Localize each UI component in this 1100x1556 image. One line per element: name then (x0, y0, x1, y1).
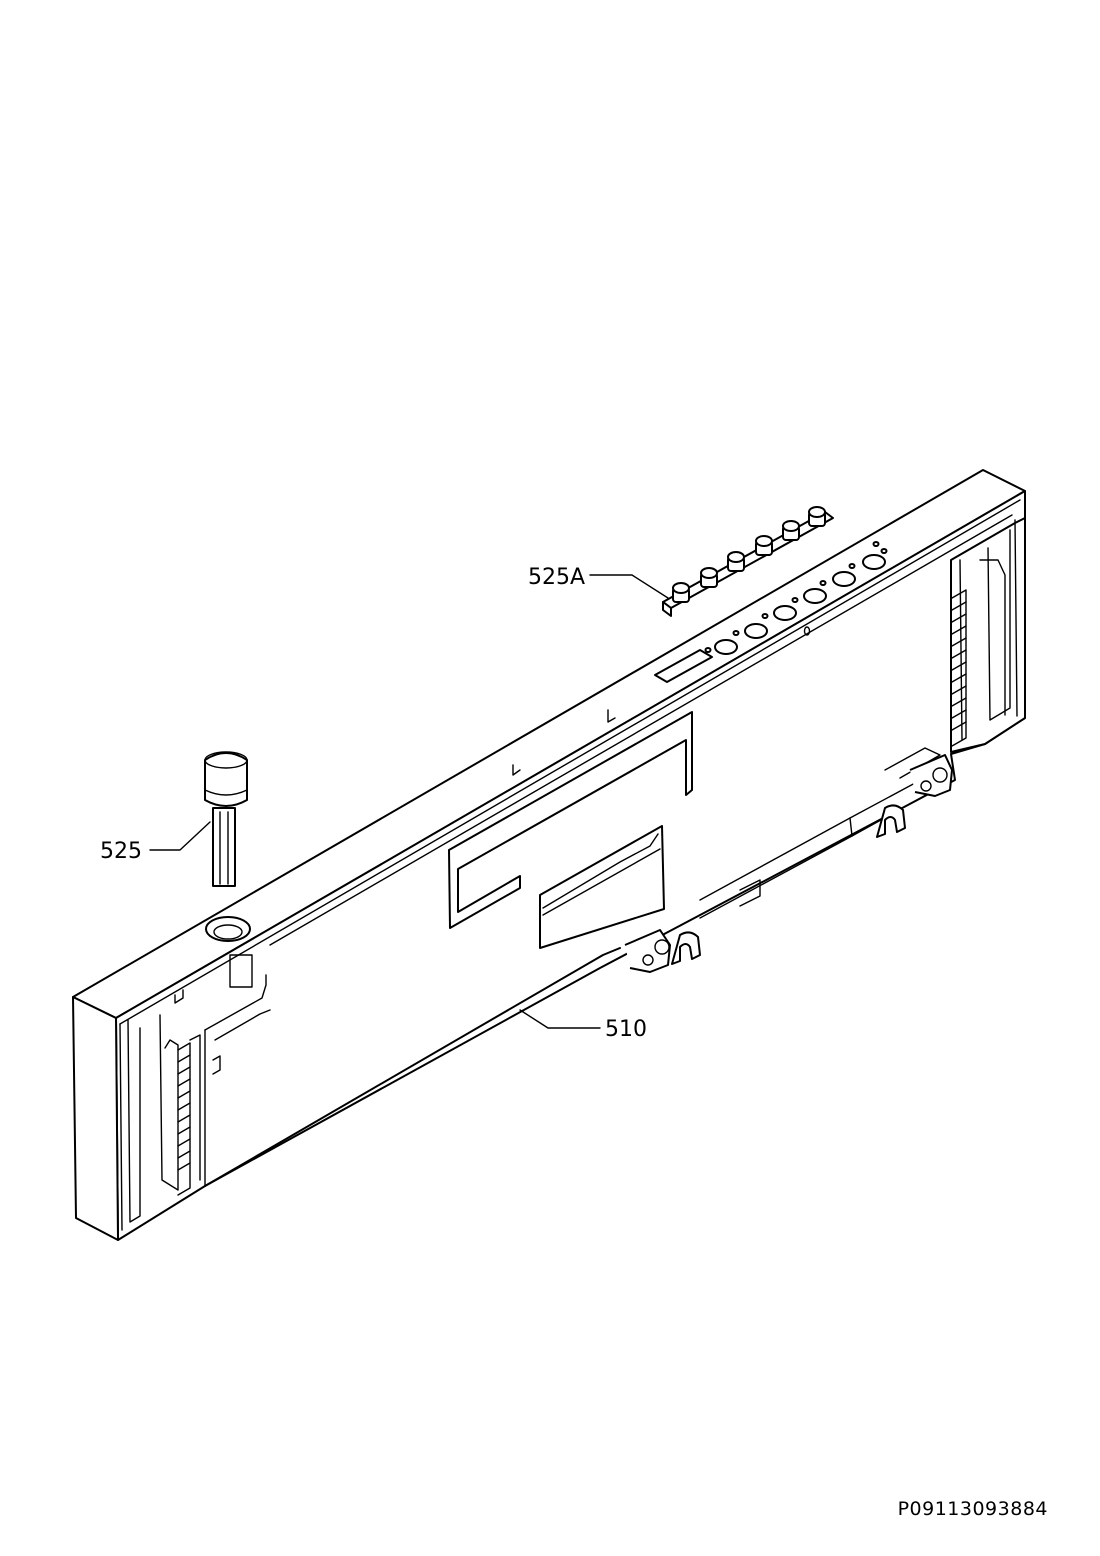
button-caps (672, 506, 826, 603)
callout-label-525A: 525A (528, 565, 585, 590)
callout-510: 510 (519, 1009, 647, 1042)
control-panel-510 (72, 469, 1026, 1241)
callout-525A: 525A (528, 565, 669, 599)
document-code: P09113093884 (897, 1498, 1048, 1520)
callout-label-510: 510 (605, 1017, 647, 1042)
hinge-left (624, 929, 701, 973)
right-rib-column (951, 589, 967, 747)
hinge-right (876, 754, 953, 838)
callout-525: 525 (100, 821, 211, 864)
panel-button-row (704, 541, 888, 655)
left-rib-column (177, 1042, 191, 1196)
callout-label-525: 525 (100, 839, 142, 864)
button-strip-525A (662, 506, 834, 617)
knob-525 (204, 751, 248, 887)
